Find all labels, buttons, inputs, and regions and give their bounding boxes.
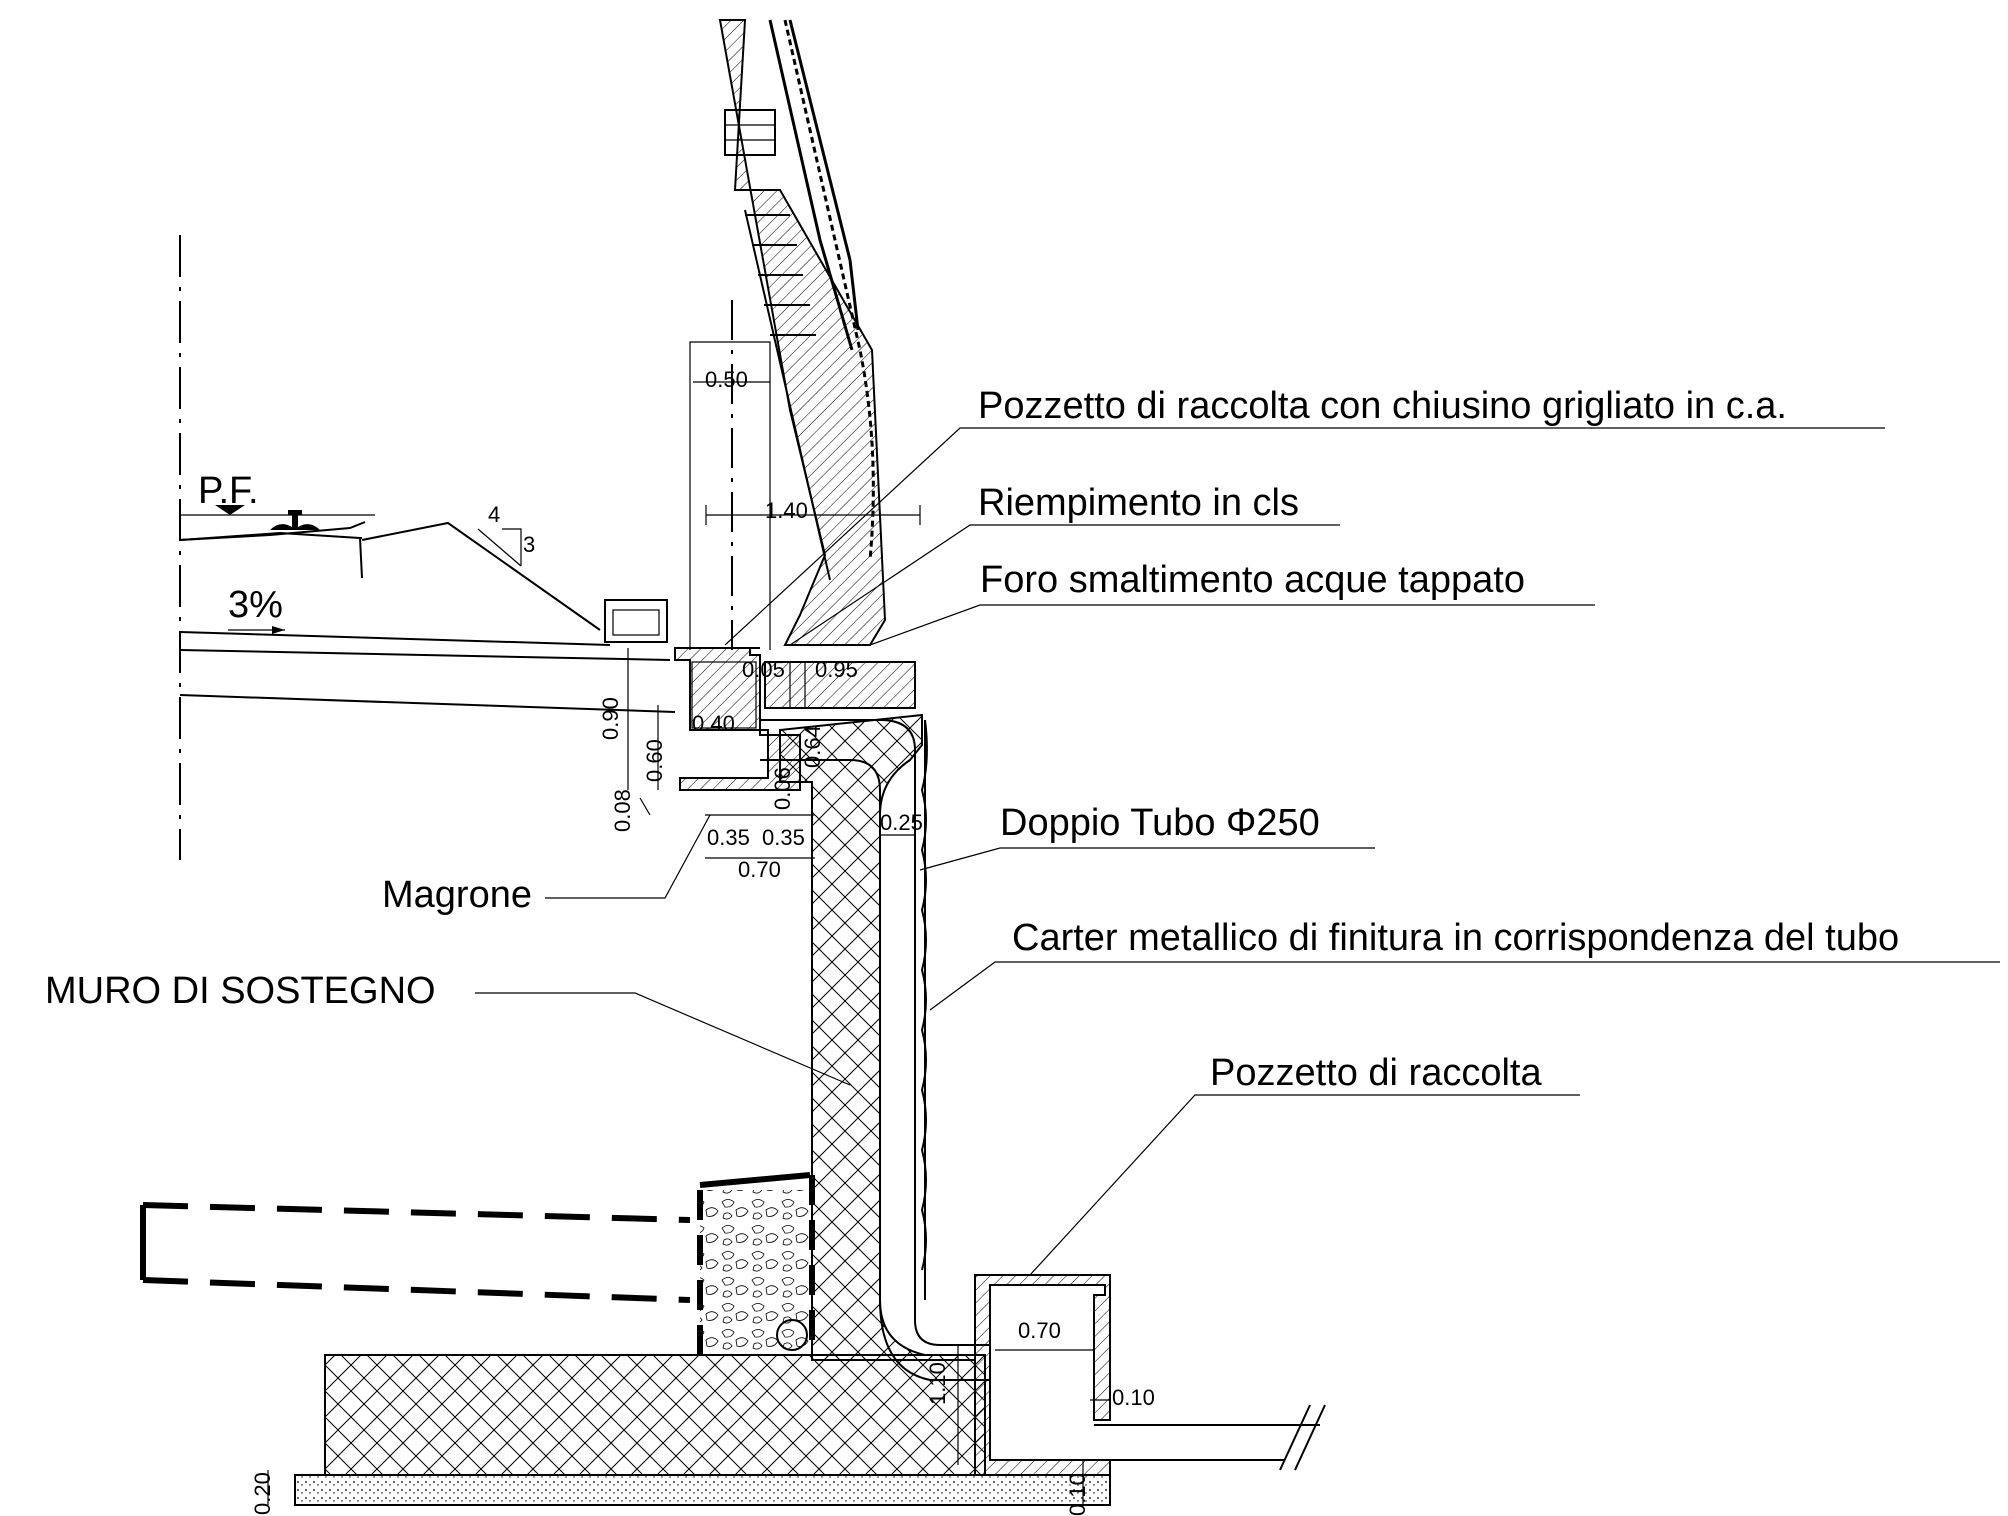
- label-foro: Foro smaltimento acque tappato: [980, 559, 1525, 601]
- label-muro-sostegno: MURO DI SOSTEGNO: [45, 970, 436, 1012]
- slope-percent-label: 3%: [228, 584, 283, 626]
- label-carter: Carter metallico di finitura in corrispo…: [1012, 917, 1899, 959]
- bottom-collection-pit: [974, 1274, 1326, 1476]
- anchor-rods: [140, 1202, 691, 1303]
- dim-008: 0.08: [610, 789, 635, 832]
- dim-070: 0.70: [738, 857, 781, 882]
- slope-ratio-v: 4: [488, 502, 500, 527]
- dim-006: 0.06: [770, 767, 795, 810]
- dim-140: 1.40: [765, 498, 808, 523]
- drain-pipe: [760, 719, 990, 1346]
- dim-110: 1.10: [925, 1362, 950, 1405]
- retaining-wall-top: [764, 661, 916, 709]
- subgrade-layers: [179, 631, 676, 713]
- dim-035-left: 0.35: [707, 825, 750, 850]
- label-doppio-tubo: Doppio Tubo Φ250: [1000, 802, 1320, 844]
- cable-trough: [604, 599, 668, 643]
- dim-005: 0.05: [742, 657, 785, 682]
- drain-pipe-small-icon: [776, 1319, 808, 1351]
- dimension-lines: [267, 381, 1110, 1505]
- dim-064: 0.64: [800, 725, 825, 768]
- pf-marker: P.F.: [198, 470, 259, 515]
- label-pozzetto-chiusino: Pozzetto di raccolta con chiusino grigli…: [978, 385, 1787, 427]
- gravel-drain: [697, 1172, 815, 1355]
- barrier-foundation-outline: [689, 300, 771, 650]
- label-riempimento: Riempimento in cls: [978, 482, 1299, 524]
- dim-040: 0.40: [692, 711, 735, 736]
- dim-070-pit: 0.70: [1018, 1318, 1061, 1343]
- top-collection-pit: [674, 647, 801, 791]
- label-pozzetto-raccolta: Pozzetto di raccolta: [1210, 1052, 1542, 1094]
- lean-concrete: [294, 1474, 1111, 1506]
- dim-020: 0.20: [250, 1472, 275, 1515]
- dim-025: 0.25: [880, 810, 923, 835]
- leader-lines: [475, 427, 2000, 1276]
- dim-060: 0.60: [642, 739, 667, 782]
- wall-footing: [324, 1354, 986, 1476]
- dim-010-base: 0.10: [1065, 1473, 1090, 1516]
- dim-010-pit: 0.10: [1112, 1385, 1155, 1410]
- dim-090: 0.90: [598, 697, 623, 740]
- dim-095: 0.95: [815, 657, 858, 682]
- slope-ratio-h: 3: [523, 532, 535, 557]
- dim-050: 0.50: [705, 367, 748, 392]
- rail-icon: [270, 510, 320, 530]
- noise-barrier: [718, 19, 887, 646]
- label-magrone: Magrone: [382, 874, 532, 916]
- embankment: [179, 510, 601, 631]
- dim-035-right: 0.35: [762, 825, 805, 850]
